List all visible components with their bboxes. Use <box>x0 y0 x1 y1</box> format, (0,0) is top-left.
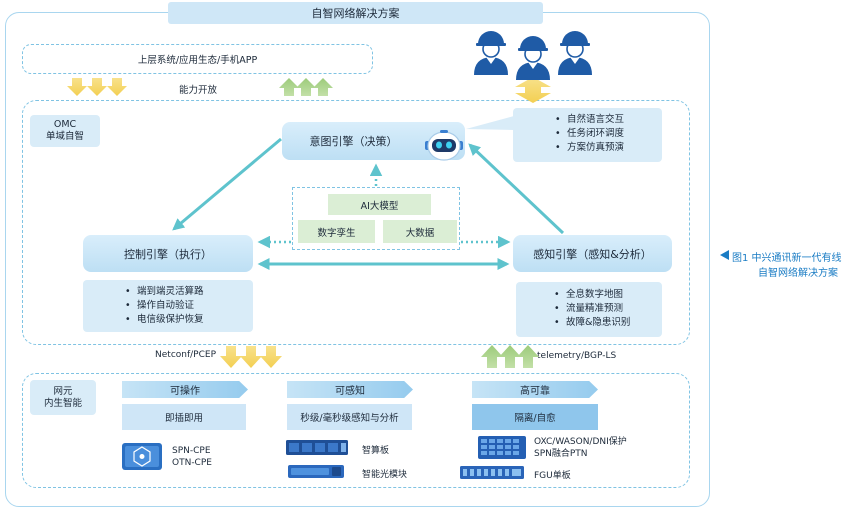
control-engine-label: 控制引擎（执行） <box>124 247 212 261</box>
big-data-box: 大数据 <box>383 220 457 243</box>
digital-twin-box: 数字孪生 <box>298 220 375 243</box>
list-item: 流量精准预测 <box>554 302 662 316</box>
list-item: 任务闭环调度 <box>555 127 662 141</box>
list-item: 自然语言交互 <box>555 113 662 127</box>
sensing-engine-box: 感知引擎（感知&分析） <box>513 235 672 272</box>
control-features-list: 端到端灵活算路 操作自动验证 电信级保护恢复 <box>125 285 253 327</box>
list-item: 方案仿真预演 <box>555 141 662 155</box>
cpe-label: SPN-CPE OTN-CPE <box>172 445 212 469</box>
southbound-right-label: telemetry/BGP-LS <box>537 351 617 361</box>
intent-engine-box: 意图引擎（决策） <box>282 122 465 160</box>
fgu-board-label: FGU单板 <box>534 471 571 481</box>
ai-model-box: AI大模型 <box>328 194 431 215</box>
optical-module-label: 智能光模块 <box>362 470 408 480</box>
diagram-title: 自智网络解决方案 <box>168 2 543 24</box>
network-element-layer-box <box>22 373 690 488</box>
intent-features-list: 自然语言交互 任务闭环调度 方案仿真预演 <box>555 113 662 155</box>
list-item: 端到端灵活算路 <box>125 285 253 299</box>
southbound-left-label: Netconf/PCEP <box>155 350 216 360</box>
pillar-perceivable-header: 可感知 <box>287 381 413 398</box>
cpe-label-line2: OTN-CPE <box>172 458 212 468</box>
caption-pointer-icon <box>720 250 729 260</box>
caption-line2: 自智网络解决方案 <box>758 268 838 279</box>
protection-label-line1: OXC/WASON/DNI保护 <box>534 437 627 447</box>
pillar-operable-header: 可操作 <box>122 381 248 398</box>
intent-features-box: 自然语言交互 任务闭环调度 方案仿真预演 <box>513 108 662 162</box>
caption-line1: 图1 中兴通讯新一代有线 <box>732 253 842 264</box>
capability-open-label: 能力开放 <box>178 85 217 96</box>
control-features-box: 端到端灵活算路 操作自动验证 电信级保护恢复 <box>83 280 253 332</box>
omc-line2: 单域自智 <box>45 131 84 142</box>
list-item: 电信级保护恢复 <box>125 313 253 327</box>
ne-intelligence-box: 网元 内生智能 <box>30 380 96 415</box>
protection-label: OXC/WASON/DNI保护 SPN融合PTN <box>534 436 627 460</box>
ne-line2: 内生智能 <box>43 397 82 409</box>
control-engine-box: 控制引擎（执行） <box>83 235 253 272</box>
sensing-features-box: 全息数字地图 流量精准预测 故障&隐患识别 <box>516 282 662 337</box>
ne-line1: 网元 <box>53 385 73 397</box>
list-item: 操作自动验证 <box>125 299 253 313</box>
sensing-engine-label: 感知引擎（感知&分析） <box>533 247 652 261</box>
upper-systems-box: 上层系统/应用生态/手机APP <box>22 44 373 74</box>
intent-engine-label: 意图引擎（决策） <box>309 135 398 148</box>
omc-box: OMC 单域自智 <box>30 115 100 147</box>
list-item: 全息数字地图 <box>554 288 662 302</box>
cpe-label-line1: SPN-CPE <box>172 446 211 456</box>
pillar-reliable-header: 高可靠 <box>472 381 598 398</box>
protection-label-line2: SPN融合PTN <box>534 449 588 459</box>
pillar-perceivable-detail: 秒级/毫秒级感知与分析 <box>287 404 412 430</box>
pillar-operable-detail: 即插即用 <box>122 404 246 430</box>
management-layer-box <box>22 100 690 345</box>
sensing-features-list: 全息数字地图 流量精准预测 故障&隐患识别 <box>554 288 662 330</box>
compute-board-label: 智算板 <box>362 446 390 456</box>
pillar-reliable-detail: 隔离/自愈 <box>472 404 598 430</box>
list-item: 故障&隐患识别 <box>554 316 662 330</box>
omc-line1: OMC <box>53 119 77 130</box>
